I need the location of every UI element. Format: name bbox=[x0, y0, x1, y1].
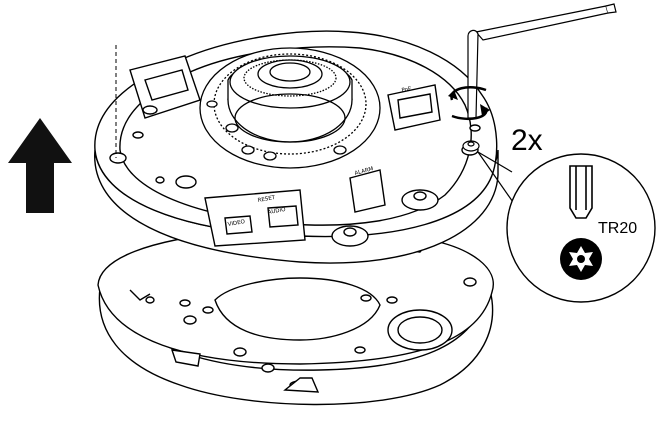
torx-star-icon bbox=[560, 238, 602, 280]
lens-assembly bbox=[199, 47, 381, 169]
board-markings: RESET VIDEO AUDIO ALARM PoE bbox=[227, 86, 412, 228]
audio-marking: AUDIO bbox=[267, 207, 286, 216]
driver-bit-callout: TR20 bbox=[477, 151, 656, 303]
up-arrow-icon bbox=[8, 118, 72, 213]
driver-bit-label: TR20 bbox=[598, 220, 637, 237]
rotate-arrow-icon bbox=[448, 86, 490, 120]
screw-marker bbox=[462, 140, 480, 152]
torx-bit-icon bbox=[569, 165, 593, 219]
hex-key-icon bbox=[467, 3, 617, 119]
mounting-base bbox=[97, 231, 494, 406]
video-marking: VIDEO bbox=[227, 219, 246, 228]
reset-marking: RESET bbox=[257, 195, 276, 204]
poe-marking: PoE bbox=[401, 86, 413, 94]
alarm-marking: ALARM bbox=[354, 166, 374, 177]
screw-count-label: 2x bbox=[511, 124, 543, 157]
